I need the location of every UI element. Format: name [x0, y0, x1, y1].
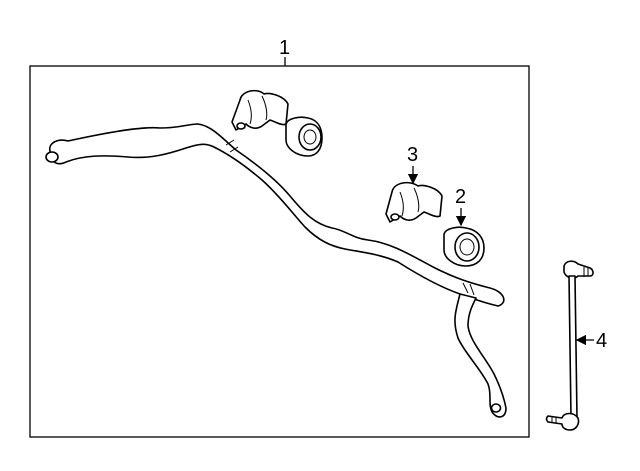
callout-1: 1: [279, 37, 290, 59]
stabilizer-bar: [45, 123, 507, 418]
bushing-bracket-right: [385, 181, 443, 223]
callout-3: 3: [407, 144, 418, 166]
bushing-left: [285, 116, 323, 157]
callout-4: 4: [596, 330, 607, 352]
callout-2: 2: [455, 186, 466, 208]
bushing-right: [443, 226, 485, 267]
assembly-frame: [29, 65, 530, 438]
stabilizer-link: [545, 260, 594, 431]
bushing-bracket-left: [231, 89, 289, 131]
